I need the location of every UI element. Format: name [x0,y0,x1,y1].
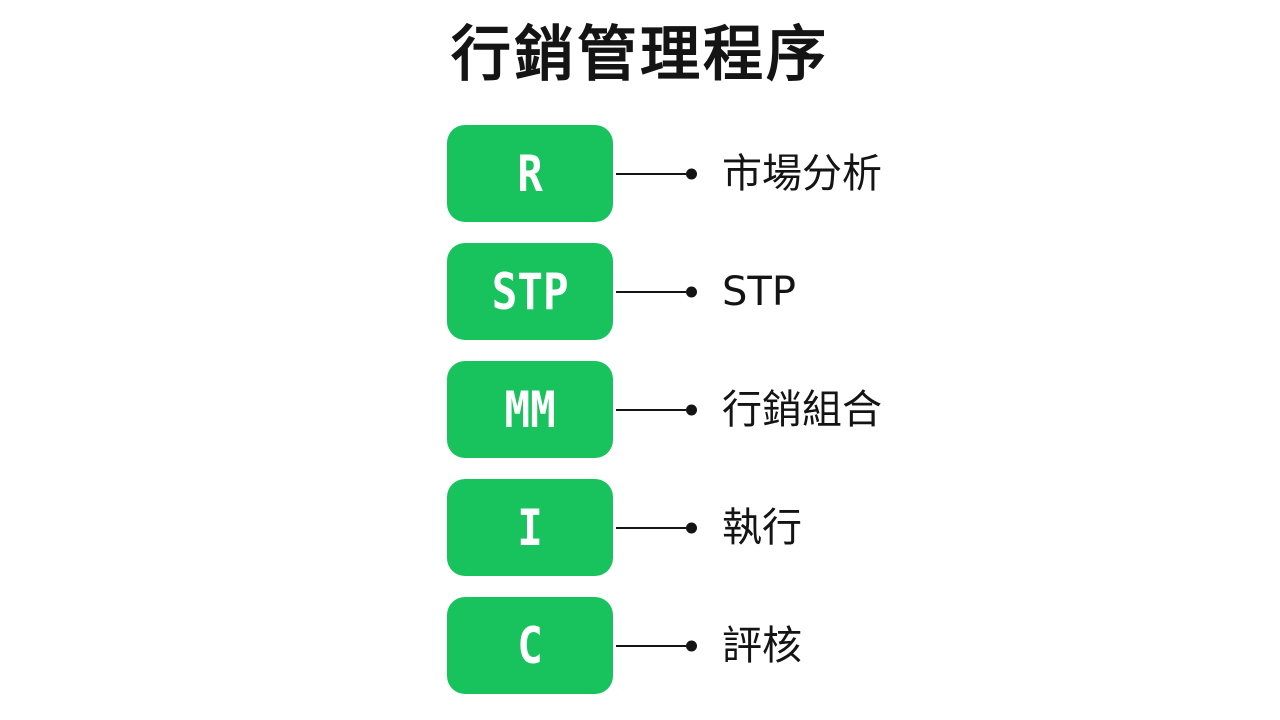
page-title: 行銷管理程序 [451,20,829,90]
connector-dot [686,522,697,533]
step-row-marketing-mix: MM 行銷組合 [447,361,882,458]
connector-dot [686,640,697,651]
step-box-stp: STP [447,243,613,340]
connector-line [616,168,697,179]
step-row-implementation: I 執行 [447,479,882,576]
step-abbr: I [517,498,543,557]
step-label: 執行 [722,504,802,551]
step-row-research: R 市場分析 [447,125,882,222]
step-box-research: R [447,125,613,222]
step-abbr: R [517,144,543,203]
connector-dot [686,286,697,297]
connector-dot [686,168,697,179]
step-label: 市場分析 [722,150,882,197]
connector-dot [686,404,697,415]
step-row-control: C 評核 [447,597,882,694]
process-steps: R 市場分析 STP STP MM 行銷組合 [447,125,882,694]
step-label: STP [722,268,796,315]
step-abbr: STP [491,262,569,321]
connector-line [616,286,697,297]
connector-line [616,640,697,651]
step-box-control: C [447,597,613,694]
step-box-implementation: I [447,479,613,576]
step-box-marketing-mix: MM [447,361,613,458]
step-label: 評核 [722,622,802,669]
step-row-stp: STP STP [447,243,882,340]
step-label: 行銷組合 [722,386,882,433]
connector-line [616,404,697,415]
step-abbr: C [517,616,543,675]
connector-line [616,522,697,533]
step-abbr: MM [504,380,556,439]
